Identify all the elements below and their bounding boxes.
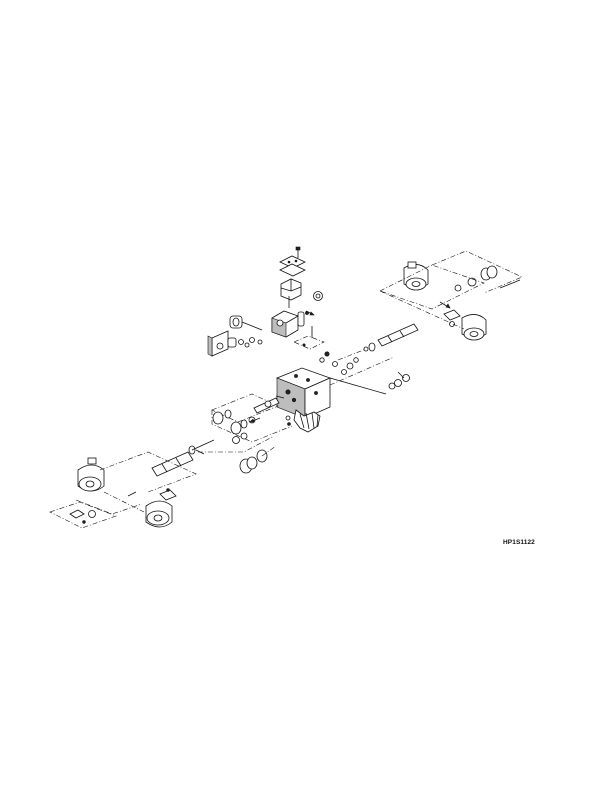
pilot-valve-stack — [271, 246, 323, 338]
gasket — [293, 326, 330, 357]
left-spool-assembly — [151, 393, 293, 477]
cartridge-valve — [207, 315, 263, 357]
left-solenoid-assembly — [49, 451, 197, 529]
leader-arrows — [127, 301, 451, 497]
seal-set-right — [319, 357, 410, 395]
fitting-cluster — [285, 409, 321, 433]
valve-body — [275, 367, 332, 419]
right-solenoid-assembly — [329, 250, 523, 386]
figure-reference-code: HP1S1122 — [503, 539, 535, 546]
